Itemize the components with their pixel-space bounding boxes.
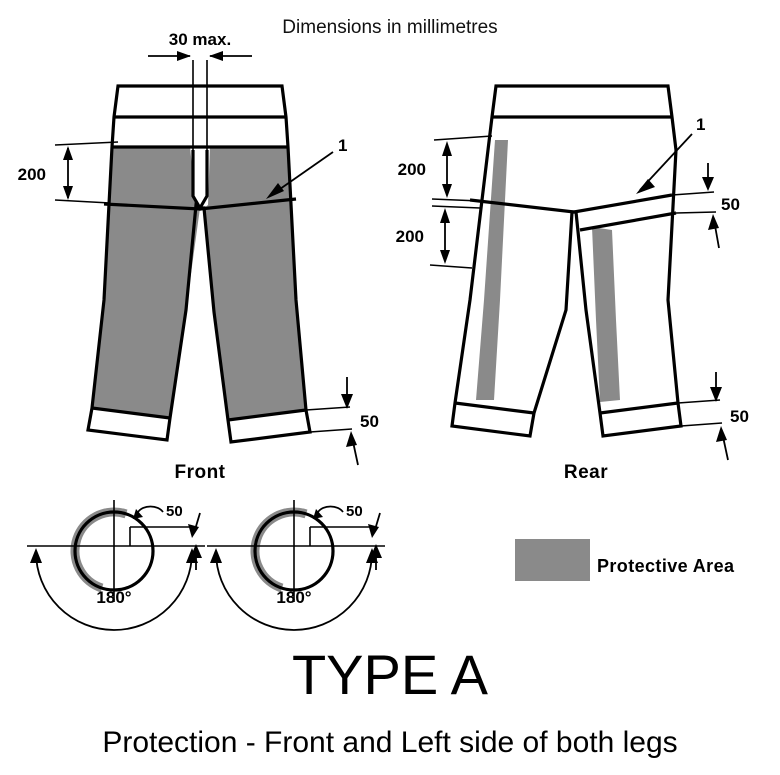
front-left-hem-line (91, 406, 171, 420)
right-section-offset-dimension: 50 (309, 503, 382, 570)
right-section-angle-label: 180° (276, 588, 311, 607)
rear-upper-dimension: 200 (398, 135, 493, 202)
rear-seat-seam (469, 193, 673, 214)
rear-crotch-dimension-label: 50 (721, 195, 740, 214)
front-fly-width-dimension: 30 max. (148, 30, 252, 152)
front-callout-1: 1 (266, 136, 347, 199)
rear-lower-dimension-label: 200 (396, 227, 424, 246)
front-protective-area (92, 147, 306, 420)
right-section-180-arc (215, 551, 373, 631)
rear-hem-dimension: 50 (677, 372, 749, 461)
rear-left-hem-line (454, 401, 535, 415)
rear-left-leg-strip (476, 140, 508, 400)
front-fly-dimension-label: 30 max. (169, 30, 231, 49)
front-hem-dimension-label: 50 (360, 412, 379, 431)
type-subtitle: Protection - Front and Left side of both… (102, 726, 677, 759)
dimensions-note: Dimensions in millimetres (282, 17, 497, 38)
rear-view-group: 200 200 1 (396, 84, 749, 483)
front-thigh-dimension-label: 200 (18, 165, 46, 184)
front-view-label: Front (174, 462, 225, 483)
rear-right-hem-line (599, 401, 679, 415)
left-section-offset-label: 50 (166, 503, 183, 520)
left-section-180-arc (35, 551, 193, 631)
rear-upper-dimension-label: 200 (398, 160, 426, 179)
rear-callout-1: 1 (636, 115, 705, 194)
front-thigh-dimension: 200 (18, 141, 119, 204)
legend-group: Protective Area (515, 539, 735, 581)
front-hem-dimension: 50 (305, 377, 379, 466)
rear-callout-label: 1 (696, 115, 705, 134)
rear-crotch-dimension: 50 (671, 163, 740, 249)
front-crotch-seam (103, 197, 297, 211)
rear-hem-dimension-label: 50 (730, 407, 749, 426)
front-view-group: 30 max. 200 1 (18, 30, 379, 483)
left-leg-section-group: 180° 50 (27, 500, 205, 631)
right-leg-section-group: 180° 50 (207, 500, 385, 631)
front-callout-label: 1 (338, 136, 347, 155)
right-section-offset-label: 50 (346, 503, 363, 520)
left-section-offset-dimension: 50 (129, 503, 202, 570)
front-right-hem-line (227, 408, 307, 422)
legend-color-swatch (515, 539, 590, 581)
rear-lower-dimension: 200 (396, 205, 481, 269)
rear-view-label: Rear (564, 462, 608, 483)
type-title: TYPE A (292, 643, 489, 706)
rear-lower-seam (579, 211, 677, 232)
legend-label: Protective Area (597, 556, 735, 576)
left-section-angle-label: 180° (96, 588, 131, 607)
rear-right-leg-strip (592, 227, 620, 402)
